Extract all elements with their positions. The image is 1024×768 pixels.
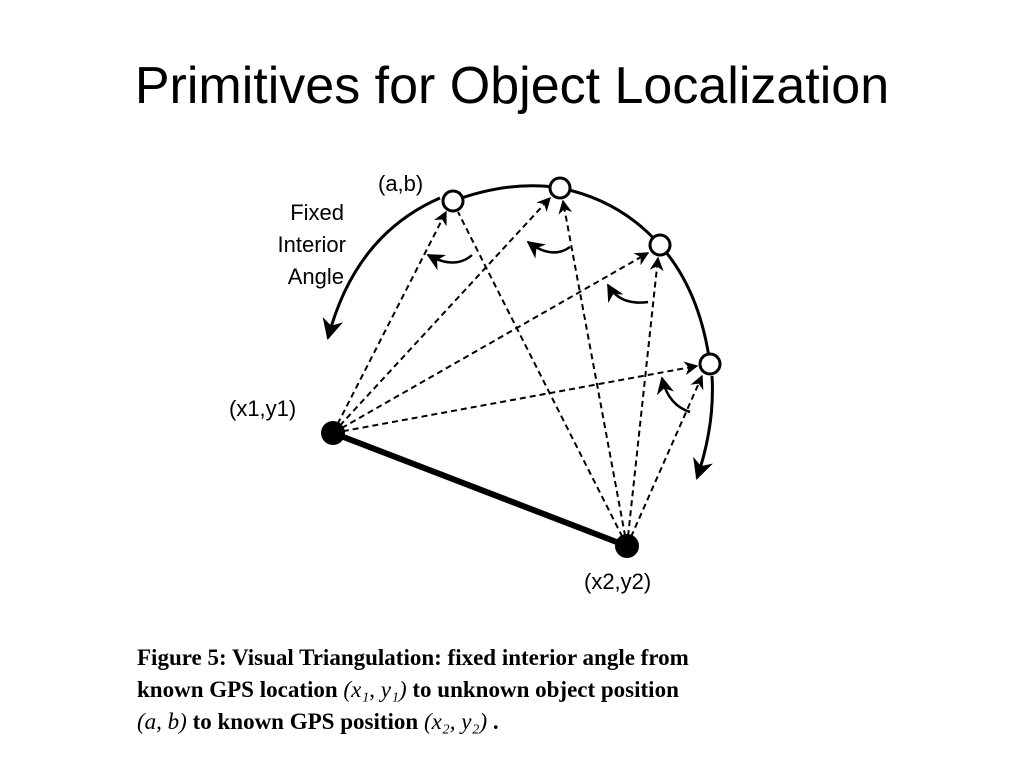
ray-p1-d <box>332 361 699 434</box>
sweep-arrow-left <box>322 196 441 341</box>
ray-p2-d <box>626 374 704 547</box>
caption-text: . <box>492 709 499 734</box>
caption-line-2: known GPS location (x₁, y₁) to unknown o… <box>137 674 867 706</box>
angle-arc-a <box>426 253 473 271</box>
sweep-arrow-right <box>693 375 714 480</box>
label-p1: (x1,y1) <box>229 396 296 421</box>
caption-math: (x₂, y₂) <box>423 709 488 734</box>
ray-p1-a <box>332 210 447 434</box>
rays-from-p2 <box>457 199 704 547</box>
label-object: (a,b) <box>378 171 423 196</box>
caption-line-1: Figure 5: Visual Triangulation: fixed in… <box>137 645 689 670</box>
ray-p2-c <box>626 256 664 547</box>
angle-arc-b <box>526 240 571 259</box>
slide-title: Primitives for Object Localization <box>134 57 890 115</box>
candidate-point-2 <box>548 176 572 200</box>
figure-caption: Figure 5: Visual Triangulation: fixed in… <box>137 642 867 738</box>
locus-arc <box>452 184 712 365</box>
candidate-point-4 <box>698 352 722 376</box>
label-p2: (x2,y2) <box>584 569 651 594</box>
label-angle-line2: Interior <box>278 232 346 257</box>
caption-text: known GPS location <box>137 677 338 702</box>
gps-point-2 <box>615 534 639 558</box>
candidate-point-ab <box>441 189 465 213</box>
caption-math: (a, b) <box>137 709 187 734</box>
gps-point-1 <box>321 421 345 445</box>
caption-text: to unknown object position <box>412 677 679 702</box>
candidate-points <box>441 176 722 376</box>
candidate-point-3 <box>648 233 672 257</box>
caption-text: to known GPS position <box>192 709 419 734</box>
interior-angle-arcs <box>426 240 691 414</box>
label-angle-line3: Angle <box>288 264 344 289</box>
rays-from-p1 <box>332 196 699 434</box>
angle-arc-d <box>656 376 691 414</box>
label-angle-line1: Fixed <box>290 200 344 225</box>
caption-math: (x₁, y₁) <box>343 677 407 702</box>
ray-p1-b <box>332 196 551 434</box>
baseline <box>331 430 629 549</box>
ray-p1-c <box>332 252 650 434</box>
triangulation-diagram: (a,b) Fixed Interior Angle (x1,y1) (x2,y… <box>229 171 722 594</box>
ray-p2-b <box>558 199 628 547</box>
ray-p2-a <box>457 211 628 547</box>
caption-line-3: (a, b) to known GPS position (x₂, y₂) . <box>137 706 867 738</box>
angle-arc-c <box>606 283 649 304</box>
